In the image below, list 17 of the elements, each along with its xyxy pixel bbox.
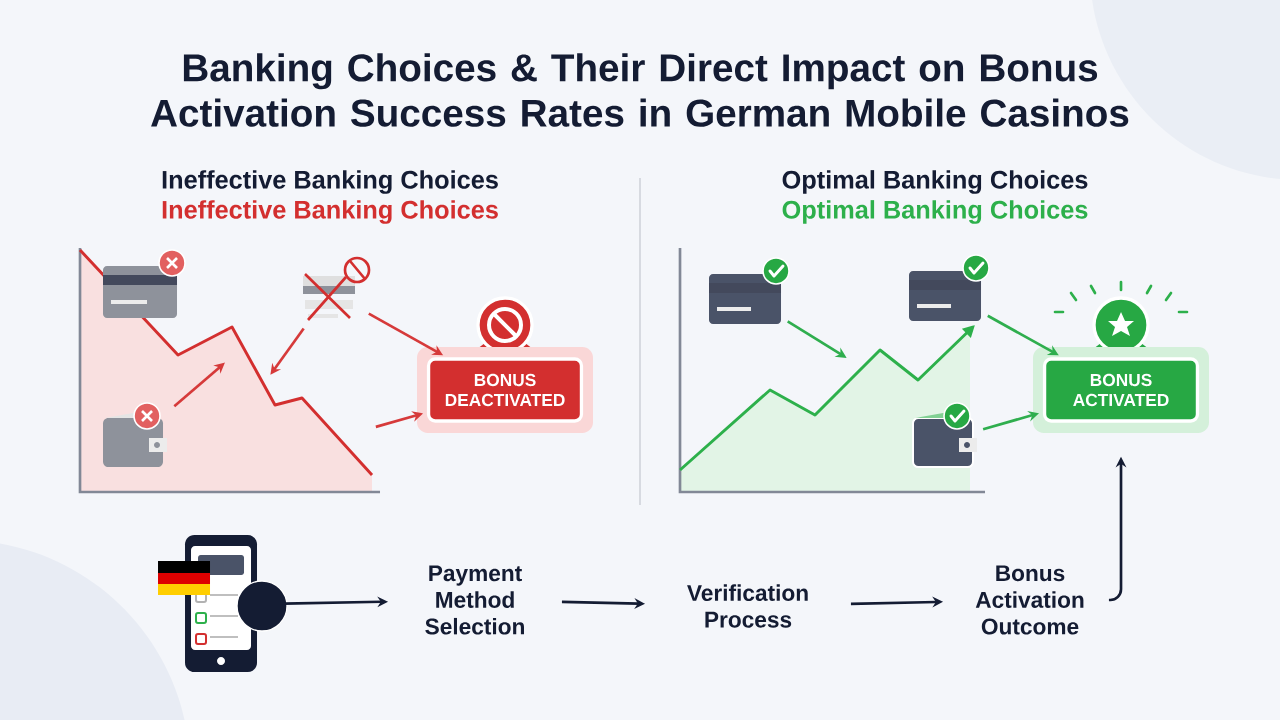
section-heading: Ineffective Banking Choices — [162, 200, 498, 224]
bank-icon — [303, 256, 371, 322]
phone-drawing — [158, 535, 288, 672]
status-sign: BONUS ACTIVATED — [1033, 347, 1209, 433]
section-heading: Optimal Banking Choices — [782, 200, 1088, 224]
title: Banking Choices & Their Direct Impact on Bonus Activation Success Rates in German Mobile Casinos — [151, 53, 1129, 127]
section-heading: Ineffective Banking Choices — [162, 170, 498, 194]
wallet-icon — [912, 402, 977, 468]
card-icon — [709, 257, 790, 324]
step-label: Verification Process — [687, 584, 808, 628]
step-label: Bonus Activation Outcome — [975, 565, 1084, 635]
card-icon — [909, 254, 990, 321]
arrow — [987, 314, 1059, 356]
wallet-icon — [103, 402, 167, 467]
status-sign: BONUS DEACTIVATED — [417, 347, 593, 433]
step-label: Payment Method Selection — [425, 565, 524, 635]
section-heading: Optimal Banking Choices — [782, 170, 1088, 194]
